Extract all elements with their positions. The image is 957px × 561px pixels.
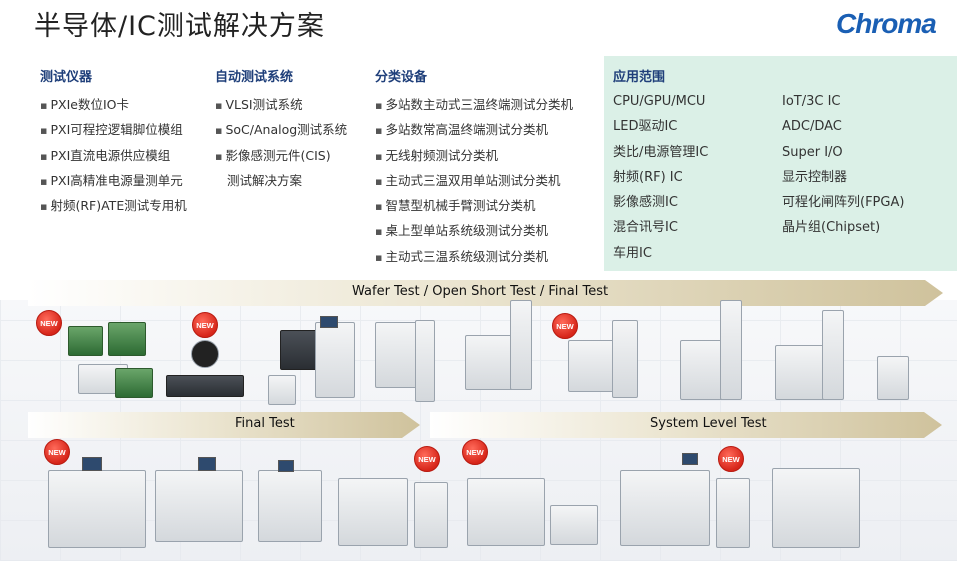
list-item: 影像感测元件(CIS) xyxy=(215,143,347,168)
pxi-card-image xyxy=(108,322,146,356)
handlers-list: 多站数主动式三温终端测试分类机 多站数常高温终端测试分类机 无线射频测试分类机 … xyxy=(375,92,573,269)
wafer-test-arrow xyxy=(28,280,943,306)
system-level-test-label: System Level Test xyxy=(650,416,767,431)
soc-test-system-image xyxy=(315,322,355,398)
list-item: CPU/GPU/MCU xyxy=(613,94,706,109)
handler-tower-image xyxy=(822,310,844,400)
list-item: 影像感测IC xyxy=(613,195,678,211)
instruments-heading: 测试仪器 xyxy=(40,70,93,85)
system-level-test-arrow xyxy=(430,412,942,438)
list-item: 射频(RF) IC xyxy=(613,169,683,185)
page-title: 半导体/IC测试解决方案 xyxy=(34,11,325,42)
list-item: 混合讯号IC xyxy=(613,220,678,236)
monitor-image xyxy=(198,457,216,471)
list-item: VLSI测试系统 xyxy=(215,92,347,117)
wafer-test-label: Wafer Test / Open Short Test / Final Tes… xyxy=(352,284,609,299)
instruments-list: PXIe数位IO卡 PXI可程控逻辑脚位模组 PXI直流电源供应模组 PXI高精… xyxy=(40,92,187,218)
list-item: 显示控制器 xyxy=(782,169,848,185)
handler-tower-image xyxy=(415,320,435,402)
list-item: PXI可程控逻辑脚位模组 xyxy=(40,117,187,142)
final-test-handler-image xyxy=(48,470,146,548)
list-item: PXI直流电源供应模组 xyxy=(40,143,187,168)
final-test-handler-image xyxy=(155,470,243,542)
new-badge: NEW xyxy=(44,439,70,465)
desktop-slt-handler-image xyxy=(550,505,598,545)
final-test-handler-image xyxy=(338,478,408,546)
rf-ate-image xyxy=(191,340,219,368)
list-item: Super I/O xyxy=(782,144,843,160)
list-item: 无线射频测试分类机 xyxy=(375,143,573,168)
slt-handler-image xyxy=(620,470,710,546)
list-item: 桌上型单站系统级测试分类机 xyxy=(375,218,573,243)
monitor-image xyxy=(82,457,102,471)
list-item: 主动式三温系统级测试分类机 xyxy=(375,244,573,269)
list-item: PXIe数位IO卡 xyxy=(40,92,187,117)
list-item: 射频(RF)ATE测试专用机 xyxy=(40,193,186,218)
final-test-handler-image xyxy=(258,470,322,542)
applications-list-right: IoT/3C IC ADC/DAC Super I/O 显示控制器 可程化闸阵列… xyxy=(782,89,904,241)
handlers-column: 分类设备 多站数主动式三温终端测试分类机 多站数常高温终端测试分类机 无线射频测… xyxy=(375,66,573,269)
list-item: 晶片组(Chipset) xyxy=(782,220,881,236)
slt-handler-image xyxy=(772,468,860,548)
list-item: 多站数主动式三温终端测试分类机 xyxy=(375,92,573,117)
new-badge: NEW xyxy=(192,312,218,338)
list-item: ADC/DAC xyxy=(782,119,842,135)
list-item: 主动式三温双用单站测试分类机 xyxy=(375,168,573,193)
new-badge: NEW xyxy=(718,446,744,472)
handler-tower-image xyxy=(510,300,532,390)
final-test-label: Final Test xyxy=(235,416,295,431)
vlsi-test-head-image xyxy=(280,330,320,370)
list-item: 多站数常高温终端测试分类机 xyxy=(375,117,573,142)
pxi-card-image xyxy=(115,368,153,398)
power-module-image xyxy=(877,356,909,400)
test-head-image xyxy=(268,375,296,405)
list-item: IoT/3C IC xyxy=(782,94,841,109)
new-badge: NEW xyxy=(36,310,62,336)
handler-tower-image xyxy=(612,320,638,398)
new-badge: NEW xyxy=(552,313,578,339)
monitor-image xyxy=(682,453,698,465)
ate-systems-heading: 自动测试系统 xyxy=(215,70,294,85)
monitor-image xyxy=(320,316,338,328)
list-item: LED驱动IC xyxy=(613,119,678,135)
chroma-logo: Chroma xyxy=(836,8,937,39)
applications-list-left: CPU/GPU/MCU LED驱动IC 类比/电源管理IC 射频(RF) IC … xyxy=(613,89,708,266)
list-item: 车用IC xyxy=(613,245,652,261)
applications-panel xyxy=(604,56,957,271)
final-test-handler-image xyxy=(414,482,448,548)
handlers-heading: 分类设备 xyxy=(375,70,428,85)
final-test-arrow xyxy=(28,412,420,438)
ate-systems-column: 自动测试系统 VLSI测试系统 SoC/Analog测试系统 影像感测元件(CI… xyxy=(215,66,347,193)
pxi-card-image xyxy=(68,326,103,356)
applications-heading: 应用范围 xyxy=(613,70,666,85)
list-item: 类比/电源管理IC xyxy=(613,144,709,160)
list-item: SoC/Analog测试系统 xyxy=(215,117,347,142)
rf-ate-chassis-image xyxy=(166,375,244,397)
instruments-column: 测试仪器 PXIe数位IO卡 PXI可程控逻辑脚位模组 PXI直流电源供应模组 … xyxy=(40,66,187,218)
list-item-continuation: 测试解决方案 xyxy=(227,172,303,188)
list-item: PXI高精准电源量测单元 xyxy=(40,168,187,193)
handler-tower-image xyxy=(720,300,742,400)
new-badge: NEW xyxy=(462,439,488,465)
list-item: 智慧型机械手臂测试分类机 xyxy=(375,193,573,218)
list-item: 可程化闸阵列(FPGA) xyxy=(782,195,905,211)
monitor-image xyxy=(278,460,294,472)
new-badge: NEW xyxy=(414,446,440,472)
slt-handler-image xyxy=(716,478,750,548)
slt-handler-image xyxy=(467,478,545,546)
ate-systems-list: VLSI测试系统 SoC/Analog测试系统 影像感测元件(CIS) 测试解决… xyxy=(215,92,347,193)
